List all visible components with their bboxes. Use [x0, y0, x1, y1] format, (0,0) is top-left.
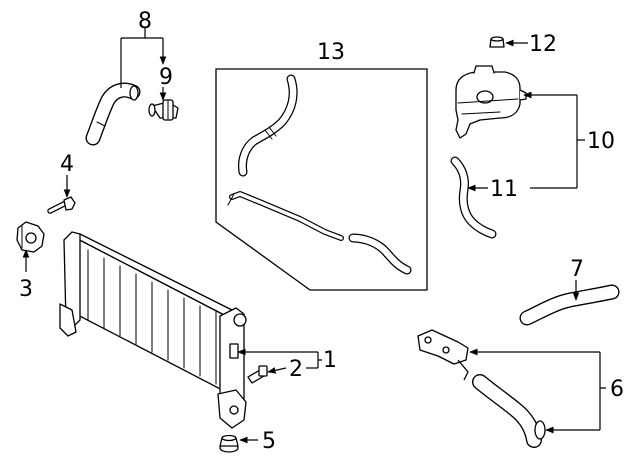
callout-labels: 8 9 13 12 10 11 4 3 1 2 5 7 6 [19, 9, 624, 454]
radiator-1 [59, 231, 247, 429]
lower-hose-7 [519, 284, 620, 326]
callout-10: 10 [587, 129, 615, 154]
grommet-5 [219, 434, 239, 453]
coolant-reservoir-10 [455, 65, 527, 139]
callout-3: 3 [19, 277, 33, 302]
callout-6: 6 [610, 377, 624, 402]
callout-9: 9 [159, 65, 173, 90]
callout-4: 4 [60, 152, 74, 177]
leader-lines [22, 28, 606, 444]
mount-bracket-3 [16, 221, 45, 253]
kit-pipe-long [227, 191, 344, 241]
drain-plug-2 [247, 365, 268, 384]
callout-12: 12 [529, 32, 557, 57]
callout-7: 7 [570, 257, 584, 282]
hose-connector-9 [148, 99, 179, 121]
callout-8: 8 [138, 9, 152, 34]
bolt-4 [47, 196, 76, 214]
kit-hose-upper [238, 74, 298, 177]
reservoir-cap-12 [489, 36, 505, 48]
kit-hose-lower [348, 233, 412, 275]
reservoir-hose-11 [450, 156, 497, 239]
callout-13: 13 [317, 40, 345, 65]
upper-radiator-hose-8 [85, 82, 141, 146]
callout-2: 2 [289, 357, 303, 382]
callout-5: 5 [262, 429, 276, 454]
callout-11: 11 [490, 177, 518, 202]
callout-1: 1 [323, 348, 337, 373]
hose-kit-13-box [215, 68, 428, 291]
outlet-hose-assembly-6 [417, 329, 546, 448]
